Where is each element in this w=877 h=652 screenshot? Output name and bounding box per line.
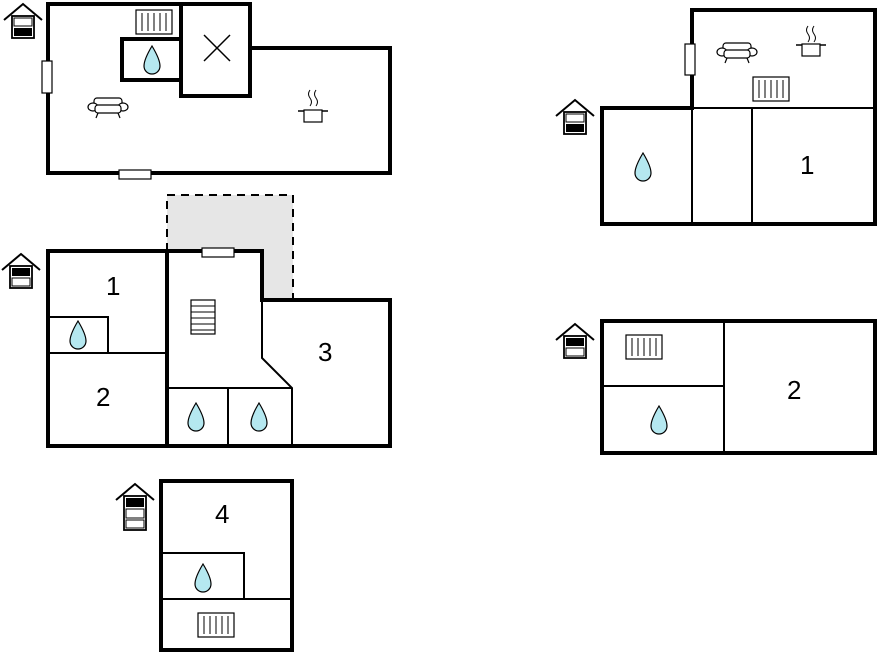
annex-upper-block: 1 (600, 8, 877, 226)
window (41, 60, 53, 94)
radiator-icon (197, 612, 235, 638)
room-label-annex-1: 1 (800, 150, 814, 180)
sofa-icon (716, 42, 758, 64)
sofa-icon (87, 97, 129, 119)
cooking-pot-icon (298, 89, 328, 123)
water-drop-icon (194, 562, 212, 593)
annex-lower-block: 2 (600, 319, 877, 455)
floor-level-icon (555, 98, 595, 135)
floor-level-icon (3, 2, 43, 39)
water-drop-icon (250, 401, 268, 432)
floor-level-icon (555, 322, 595, 359)
window (118, 169, 152, 180)
water-drop-icon (143, 44, 161, 75)
room-label-1: 1 (106, 271, 120, 301)
room-label-4: 4 (215, 499, 229, 529)
window (684, 43, 696, 76)
water-drop-icon (69, 319, 87, 350)
water-drop-icon (187, 401, 205, 432)
room-4-block: 4 (159, 479, 294, 652)
floor-level-icon (1, 252, 41, 289)
living-block (41, 2, 392, 180)
radiator-icon (135, 9, 173, 35)
water-drop-icon (634, 151, 652, 182)
room-label-annex-2: 2 (787, 375, 801, 405)
room-label-2: 2 (96, 382, 110, 412)
window (201, 247, 235, 258)
radiator-icon (752, 76, 790, 102)
bathroom-small (120, 37, 183, 82)
bedroom-block: 1 2 3 (46, 194, 392, 448)
floor-level-icon (115, 482, 155, 531)
water-drop-icon (650, 404, 668, 435)
void-cross-icon (203, 34, 231, 62)
radiator-icon (625, 334, 663, 360)
cooking-pot-icon (796, 25, 826, 57)
stairs-icon (190, 299, 216, 335)
room-label-3: 3 (318, 337, 332, 367)
